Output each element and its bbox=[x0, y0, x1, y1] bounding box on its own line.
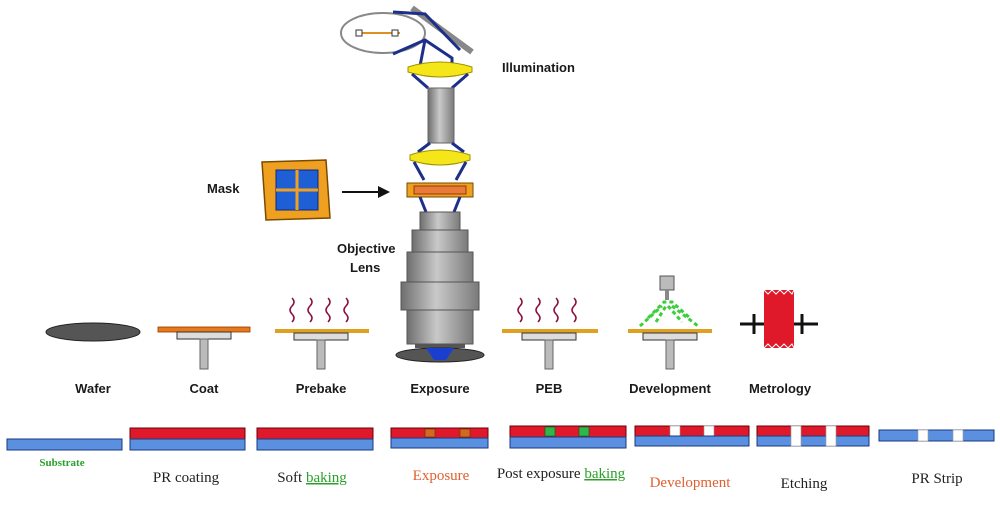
stage-etching bbox=[756, 425, 870, 447]
lamp-left-cap bbox=[355, 29, 363, 37]
stage-label-post-exposure-baking: Post exposure baking bbox=[497, 466, 626, 482]
stage-label-etching: Etching bbox=[781, 476, 828, 492]
exposure-tool bbox=[340, 5, 485, 363]
beam-tube-lens2-right bbox=[451, 141, 465, 154]
lamp-reflector bbox=[340, 12, 426, 54]
illumination-label: Illumination bbox=[502, 60, 575, 75]
stage-soft-baking bbox=[256, 427, 374, 451]
beam-down-left bbox=[418, 39, 427, 67]
beam-lens2-reticle-right bbox=[454, 161, 468, 181]
stage-pr-coating bbox=[129, 427, 246, 451]
metrology-station-icon bbox=[740, 289, 818, 349]
step-label-coat: Coat bbox=[190, 381, 220, 396]
stage-pr-strip bbox=[878, 429, 995, 442]
beam-reticle-lens-left bbox=[418, 196, 428, 213]
step-label-metrology: Metrology bbox=[749, 381, 812, 396]
step-label-prebake: Prebake bbox=[296, 381, 347, 396]
condenser-lens-2 bbox=[409, 149, 471, 166]
mask-illustration bbox=[261, 159, 331, 221]
lamp-right-cap bbox=[391, 29, 399, 37]
soft-baking-prefix: Soft bbox=[277, 470, 306, 486]
stage-post-exposure-baking bbox=[509, 425, 627, 449]
illumination-tube bbox=[427, 87, 455, 144]
wafer-icon bbox=[45, 322, 141, 342]
objective-lens-column bbox=[400, 211, 480, 348]
beam-lens2-reticle-left bbox=[412, 161, 426, 181]
soft-baking-link[interactable]: baking bbox=[306, 470, 347, 486]
post-exposure-link[interactable]: baking bbox=[584, 466, 625, 482]
process-step-labels: Wafer Coat Prebake Exposure PEB Developm… bbox=[75, 381, 812, 396]
step-label-exposure: Exposure bbox=[410, 381, 469, 396]
exposure-light-cone bbox=[426, 348, 454, 360]
objective-label-line2: Lens bbox=[350, 260, 380, 275]
beam-reticle-lens-right bbox=[452, 196, 462, 213]
stage-label-pr-coating: PR coating bbox=[153, 470, 220, 486]
beam-tube-lens2-left bbox=[417, 141, 431, 154]
mask-label: Mask bbox=[207, 181, 240, 196]
coat-station-icon bbox=[157, 326, 251, 370]
stage-substrate bbox=[6, 438, 123, 451]
beam-to-tube-right bbox=[451, 72, 469, 90]
stage-label-pr-strip: PR Strip bbox=[911, 471, 962, 487]
beam-upper bbox=[392, 10, 462, 52]
reticle-pattern bbox=[413, 185, 467, 195]
prebake-station-icon bbox=[275, 297, 369, 370]
stage-development bbox=[634, 425, 750, 447]
development-station-icon bbox=[628, 275, 712, 370]
stage-exposure bbox=[390, 427, 489, 449]
stage-label-development: Development bbox=[650, 475, 732, 491]
stage-label-soft-baking: Soft baking bbox=[277, 470, 347, 486]
peb-station-icon bbox=[502, 297, 598, 370]
post-exposure-prefix: Post exposure bbox=[497, 466, 585, 482]
stage-label-exposure: Exposure bbox=[413, 468, 470, 484]
step-label-wafer: Wafer bbox=[75, 381, 111, 396]
step-label-development: Development bbox=[629, 381, 711, 396]
stage-label-substrate: Substrate bbox=[39, 457, 84, 469]
beam-to-tube-left bbox=[411, 72, 429, 90]
step-label-peb: PEB bbox=[536, 381, 563, 396]
condenser-lens-1 bbox=[407, 61, 473, 78]
objective-label-line1: Objective bbox=[337, 241, 396, 256]
beam-lower bbox=[392, 38, 454, 66]
mask-arrow bbox=[342, 186, 390, 198]
